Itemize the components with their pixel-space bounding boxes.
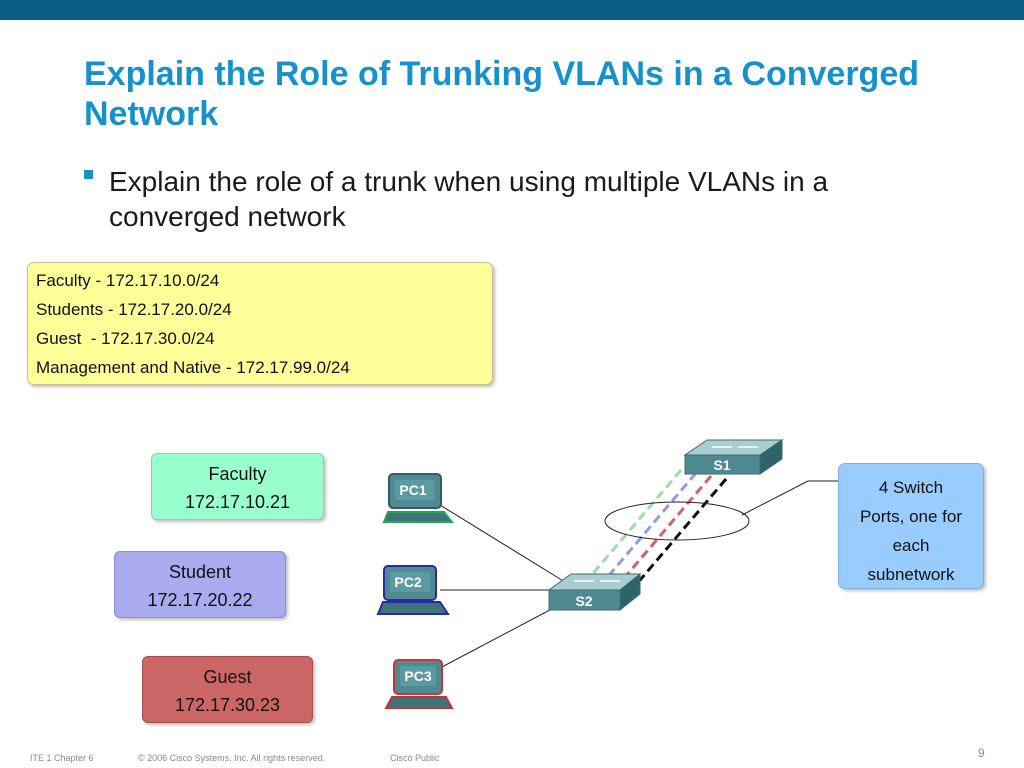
pc1-link [439,504,566,583]
trunk-vlan-line [633,478,728,587]
trunk-ellipse [604,501,750,541]
callout-line-1: 4 Switch [878,478,944,497]
guest-ip: 172.17.30.23 [174,695,281,715]
switch-s2-icon: S2 [547,572,642,612]
guest-label: Guest [203,667,252,687]
callout-line-2: Ports, one for [859,507,963,526]
pc2-label: PC2 [394,574,421,590]
bullet-text: Explain the role of a trunk when using m… [109,166,829,232]
trunk-vlan-line [618,475,713,584]
callout-line-3: each [892,536,930,555]
student-ip: 172.17.20.22 [147,590,253,610]
footer-classification: Cisco Public [390,753,440,763]
faculty-ip: 172.17.10.21 [184,492,291,512]
pc1-icon: PC1 [382,473,455,523]
pc1-label: PC1 [399,482,426,498]
student-label: Student [168,562,232,582]
trunk-link [588,469,728,587]
switch-ports-callout: 4 Switch Ports, one for each subnetwork [838,463,984,589]
trunk-vlan-line [603,472,698,581]
trunk-vlan-line [588,469,683,578]
page-number: 9 [978,746,985,760]
subnet-faculty: Faculty - 172.17.10.0/24 [36,271,220,290]
footer-copyright: © 2006 Cisco Systems, Inc. All rights re… [138,753,326,763]
faculty-label: Faculty [208,464,267,484]
subnet-management: Management and Native - 172.17.99.0/24 [36,358,350,377]
bullet-item: Explain the role of a trunk when using m… [84,164,944,234]
s2-label: S2 [575,593,592,609]
student-host-box: Student 172.17.20.22 [114,551,286,618]
subnet-guest: Guest - 172.17.30.0/24 [36,329,215,348]
guest-host-box: Guest 172.17.30.23 [142,656,313,723]
pc3-label: PC3 [404,668,431,684]
pc3-icon: PC3 [384,659,454,709]
bullet-square-icon [84,170,93,179]
callout-line-4: subnetwork [867,565,955,584]
top-bar [0,0,1024,20]
pc2-icon: PC2 [376,565,450,615]
pc3-link [439,601,566,669]
s1-label: S1 [713,457,730,473]
footer-course: ITE 1 Chapter 6 [30,753,94,763]
switch-s1-icon: S1 [683,439,784,475]
slide-title: Explain the Role of Trunking VLANs in a … [84,55,919,133]
subnet-students: Students - 172.17.20.0/24 [36,300,232,319]
faculty-host-box: Faculty 172.17.10.21 [151,453,324,520]
callout-pointer [741,480,840,516]
subnet-list-box: Faculty - 172.17.10.0/24 Students - 172.… [27,262,493,385]
